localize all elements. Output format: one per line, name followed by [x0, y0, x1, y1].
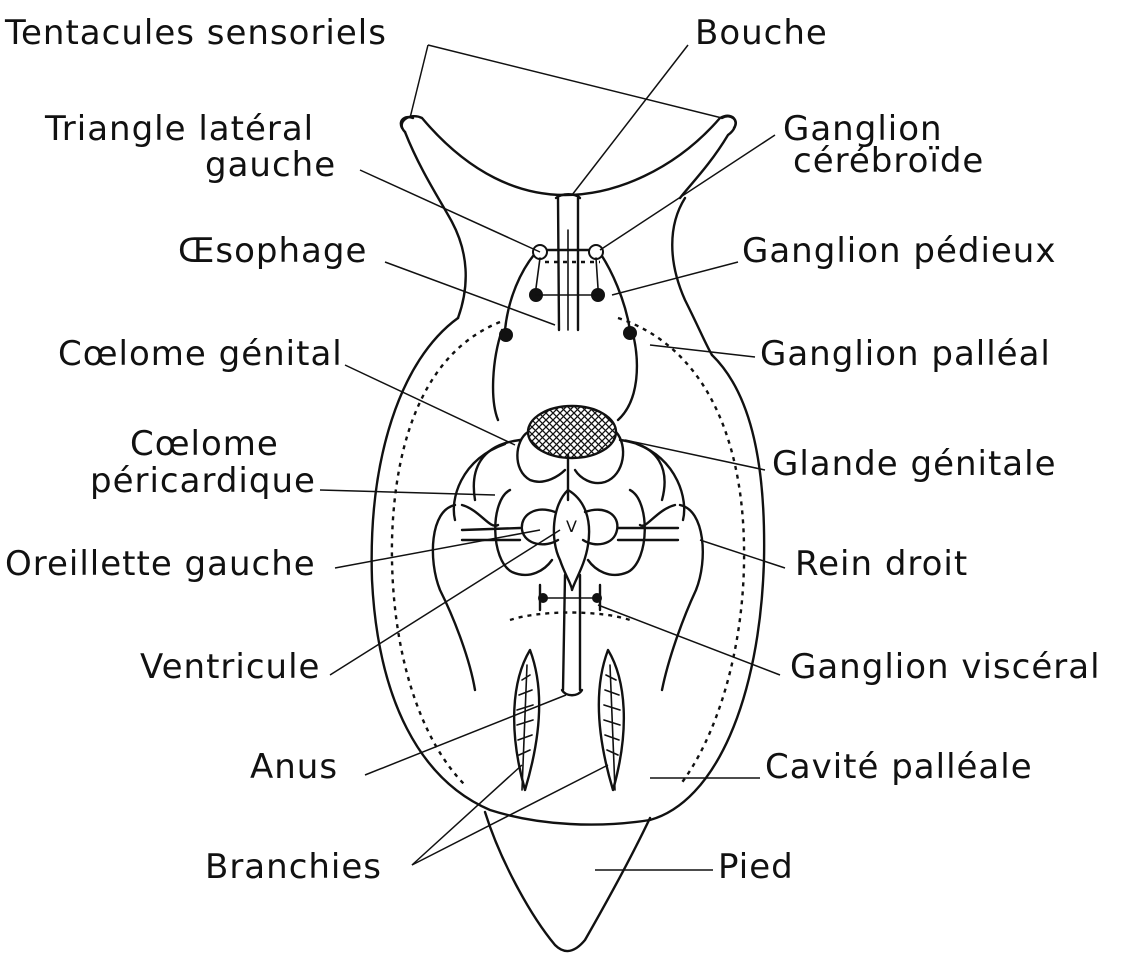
label-oreillette-gauche: Oreillette gauche: [5, 544, 316, 584]
label-triangle-line1: Triangle latéral: [44, 109, 314, 149]
label-branchies: Branchies: [205, 847, 382, 887]
kidney-duct-left: [462, 528, 520, 540]
ganglion-pallial-left: [499, 328, 513, 342]
ganglion-pallial-right: [623, 326, 637, 340]
ventricule-mark: V: [566, 517, 578, 536]
oesophagus: [545, 194, 600, 330]
label-coelome-pericardique-line2: péricardique: [90, 461, 316, 501]
label-ganglion-cerebroide-line2: cérébroïde: [793, 141, 984, 181]
nervous-system: [493, 245, 637, 420]
label-coelome-pericardique-line1: Cœlome: [130, 424, 279, 464]
label-ganglion-palleal: Ganglion palléal: [760, 334, 1051, 374]
label-oesophage: Œsophage: [178, 231, 367, 271]
gills: [514, 650, 624, 790]
label-rein-droit: Rein droit: [795, 544, 968, 584]
kidney-duct-right: [618, 528, 678, 540]
label-ganglion-visceral: Ganglion viscéral: [790, 647, 1101, 687]
leader-lines: [320, 45, 785, 870]
label-anus: Anus: [250, 747, 338, 787]
gill-right: [599, 650, 624, 790]
label-ventricule: Ventricule: [140, 647, 320, 687]
rectum: [563, 575, 580, 690]
ganglion-cerebral-right: [589, 245, 603, 259]
heart: V: [522, 490, 618, 590]
label-pied: Pied: [718, 847, 794, 887]
label-cavite-palleale: Cavité palléale: [765, 747, 1033, 787]
label-glande-genitale: Glande génitale: [772, 444, 1057, 484]
pallial-cavity-outline: [392, 318, 744, 785]
label-triangle-line2: gauche: [205, 145, 336, 185]
label-ganglion-pedieux: Ganglion pédieux: [742, 231, 1056, 271]
gonad: [517, 406, 623, 500]
label-coelome-genital: Cœlome génital: [58, 334, 343, 374]
glande-genitale-shape: [528, 406, 616, 458]
label-bouche: Bouche: [695, 13, 828, 53]
label-tentacules: Tentacules sensoriels: [4, 13, 387, 53]
